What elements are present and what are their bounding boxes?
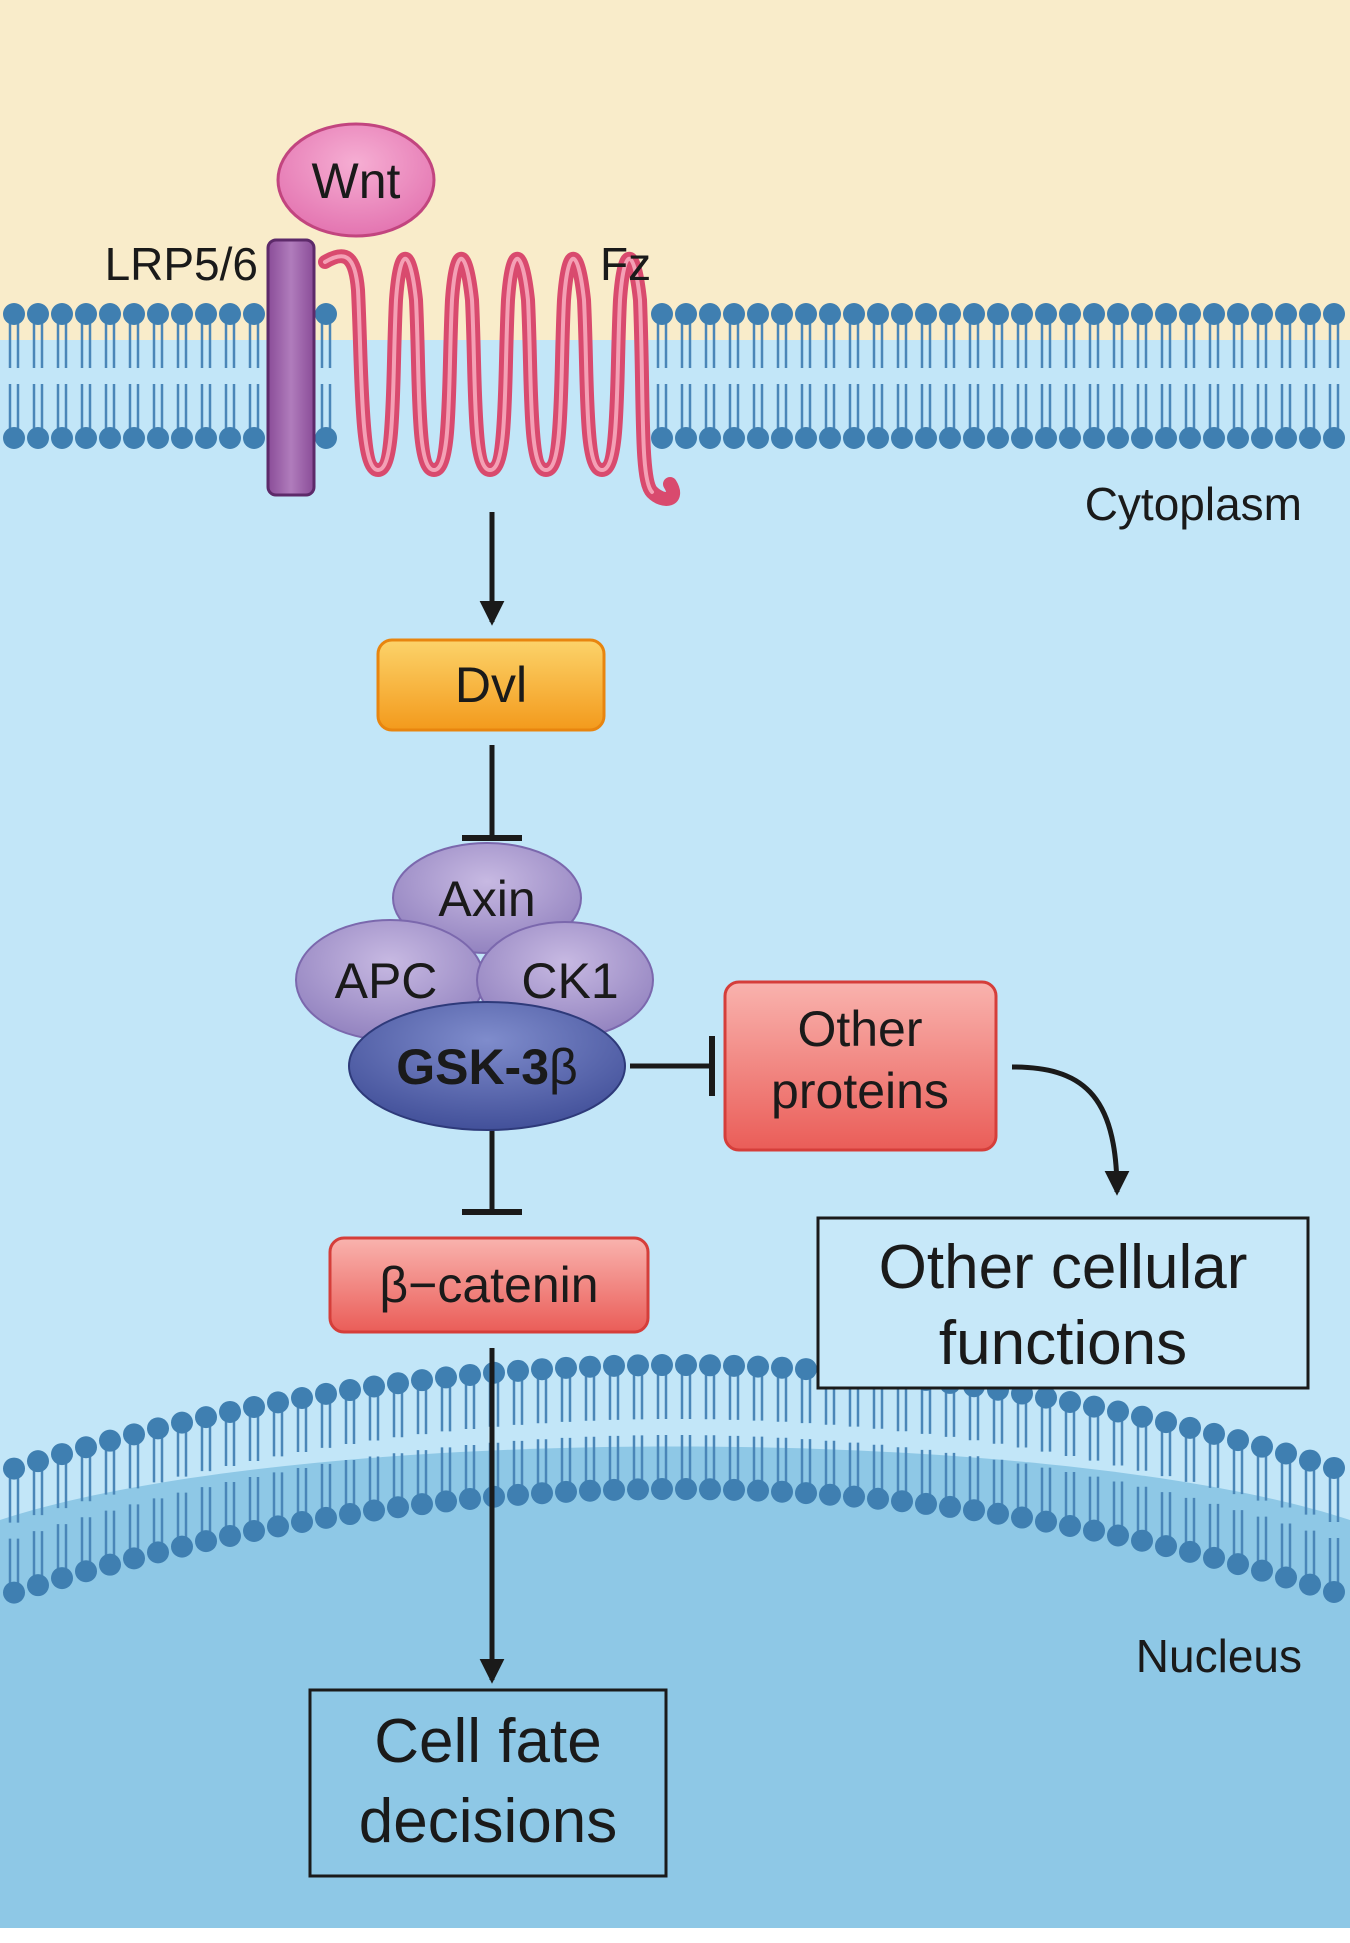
other-proteins-label-line1: Other [797, 1001, 922, 1057]
gsk3b-node [348, 1001, 626, 1131]
cell-fate-node [308, 1688, 668, 1878]
gsk3b-inhibits-other-proteins [630, 1036, 715, 1096]
beta-catenin-node [328, 1236, 650, 1334]
dvl-node [376, 638, 606, 732]
cellular-functions-label-line2: functions [939, 1309, 1187, 1378]
cytoplasm-label: Cytoplasm [1085, 478, 1302, 530]
wnt-ligand [276, 122, 436, 238]
wnt-label: Wnt [312, 153, 401, 209]
extracellular-region [0, 0, 1350, 340]
apc-label: APC [335, 953, 438, 1009]
cell-fate-label-line2: decisions [359, 1787, 617, 1856]
gsk3b-inhibits-beta-catenin [462, 1123, 522, 1215]
page-border-bottom [0, 1928, 1350, 1943]
axin-label: Axin [438, 871, 535, 927]
other-proteins-to-functions-arrow [1011, 1064, 1130, 1196]
other-proteins-label-line2: proteins [771, 1063, 949, 1119]
other-proteins-node [723, 980, 998, 1152]
ck1-label: CK1 [521, 953, 618, 1009]
cellular-functions-node [816, 1216, 1310, 1390]
lrp-label: LRP5/6 [105, 238, 258, 290]
beta-catenin-label: β−catenin [379, 1257, 598, 1313]
gsk3b-label: GSK-3β [396, 1039, 578, 1095]
plasma-membrane [3, 303, 1345, 449]
cell-fate-label-line1: Cell fate [374, 1707, 601, 1776]
lrp-receptor [266, 238, 316, 497]
frizzled-receptor-highlight [323, 254, 654, 494]
nucleus-label: Nucleus [1136, 1630, 1302, 1682]
cellular-functions-label-line1: Other cellular [879, 1233, 1248, 1302]
dvl-label: Dvl [455, 657, 527, 713]
dvl-inhibits-axin [462, 745, 522, 841]
fz-label: Fz [600, 238, 651, 290]
nuclear-membrane [3, 1354, 1345, 1604]
